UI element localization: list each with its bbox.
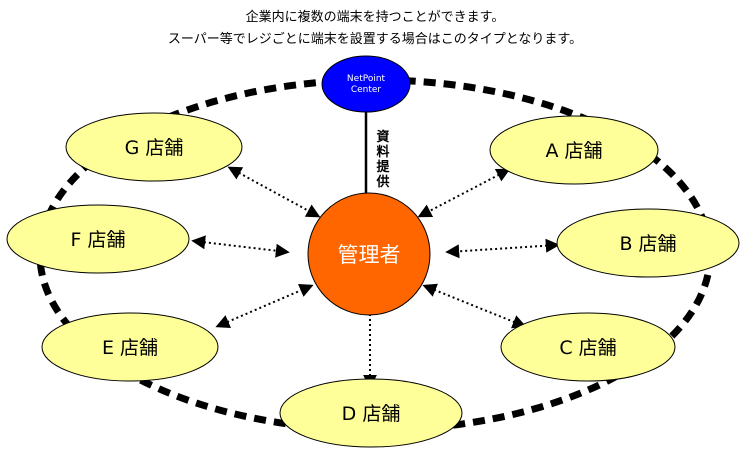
store-b[interactable]: B 店舗	[556, 208, 740, 278]
store-e[interactable]: E 店舗	[41, 312, 219, 382]
link-g-manager	[227, 166, 321, 218]
feed-char-2: 料	[376, 144, 389, 160]
manager-node[interactable]: 管理者	[307, 192, 431, 316]
store-d[interactable]: D 店舗	[279, 378, 463, 448]
description-line-1: 企業内に複数の端末を持つことができます。	[245, 10, 505, 25]
store-a[interactable]: A 店舗	[489, 115, 659, 185]
store-e-label: E 店舗	[102, 337, 158, 359]
center-label-line2: Center	[351, 85, 382, 95]
link-b-manager	[445, 238, 560, 259]
store-d-label: D 店舗	[342, 403, 401, 425]
feed-char-1: 資	[376, 129, 389, 145]
center-label-line1: NetPoint	[347, 74, 386, 84]
store-g[interactable]: G 店舗	[65, 112, 243, 182]
feed-char-3: 提	[376, 159, 390, 175]
feed-label: 資 料 提 供	[375, 129, 390, 190]
store-a-label: A 店舗	[545, 140, 602, 162]
store-g-label: G 店舗	[125, 137, 184, 159]
store-c-label: C 店舗	[559, 337, 616, 359]
link-c-manager	[422, 283, 527, 329]
store-c[interactable]: C 店舗	[500, 312, 676, 382]
link-f-manager	[191, 235, 290, 258]
link-e-manager	[215, 283, 314, 329]
store-b-label: B 店舗	[619, 233, 676, 255]
link-a-manager	[417, 168, 511, 218]
netpoint-center-node[interactable]: NetPoint Center	[321, 55, 411, 113]
feed-char-4: 供	[375, 174, 389, 190]
store-f[interactable]: F 店舗	[6, 204, 190, 274]
manager-label: 管理者	[338, 243, 401, 267]
store-f-label: F 店舗	[71, 229, 126, 251]
description-line-2: スーパー等でレジごとに端末を設置する場合はこのタイプとなります。	[167, 32, 583, 47]
